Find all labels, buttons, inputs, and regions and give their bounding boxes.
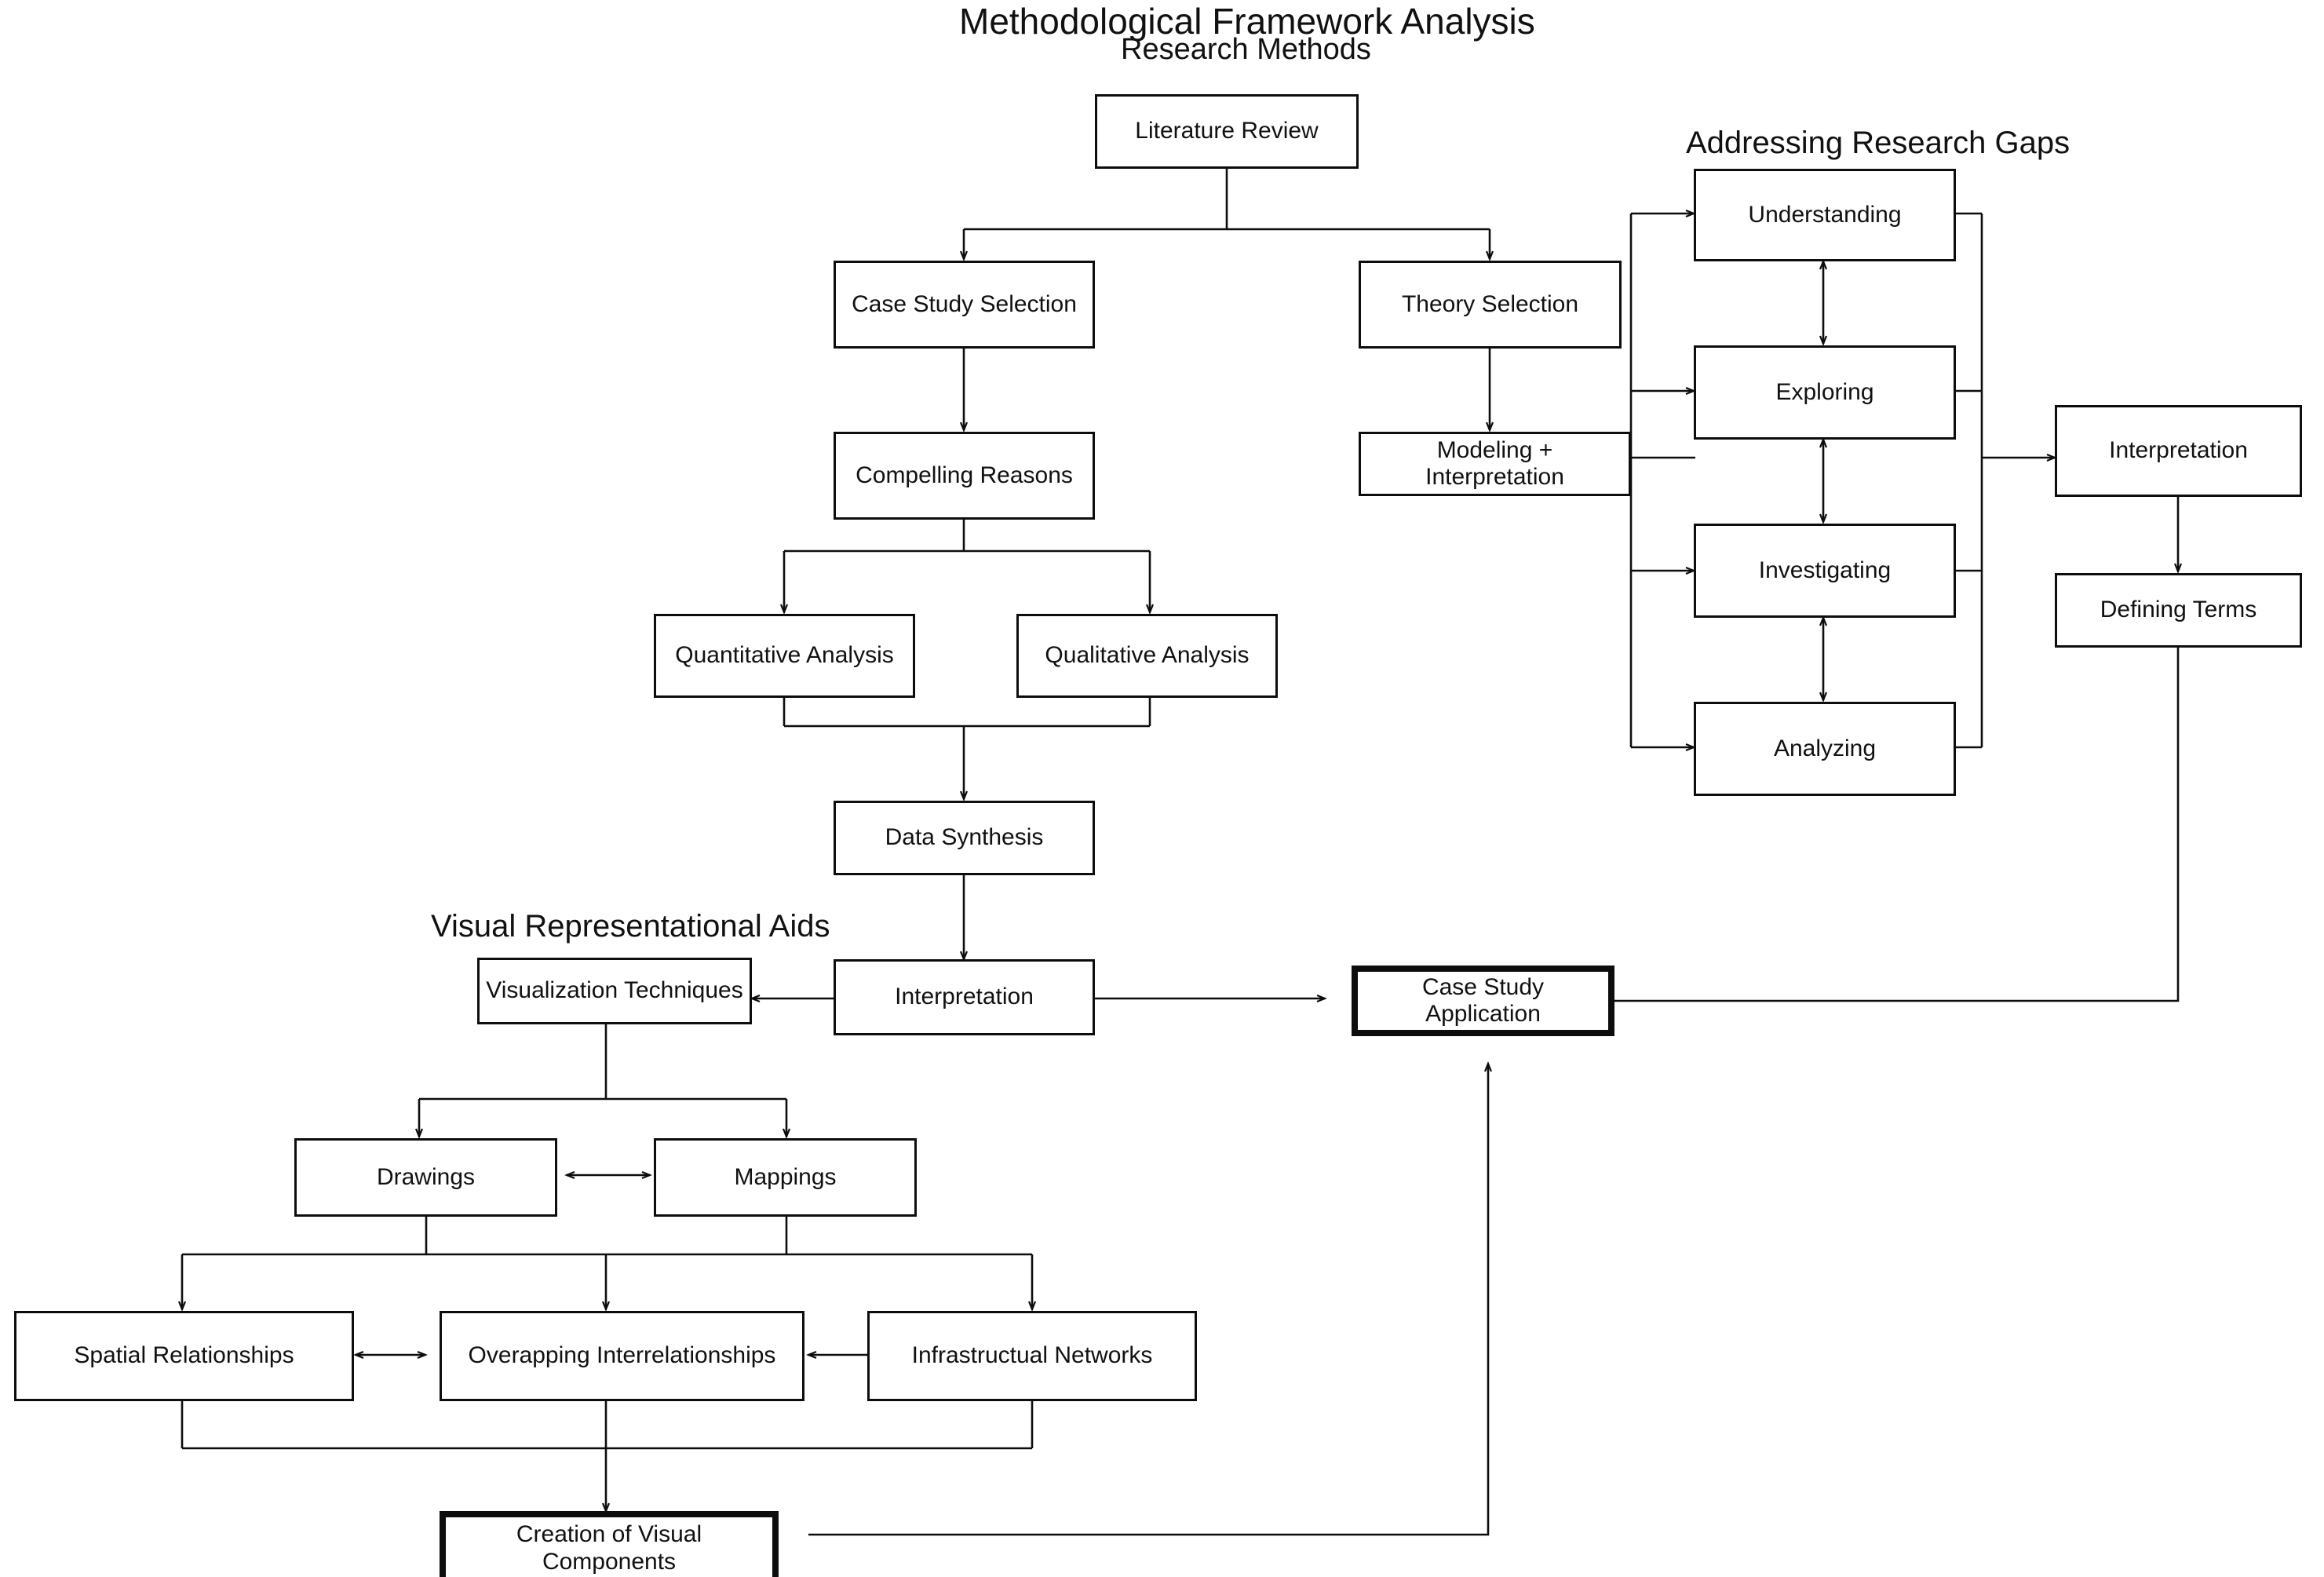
node-spatial-relationships[interactable]: Spatial Relationships (14, 1311, 354, 1401)
node-interpretation-main[interactable]: Interpretation (834, 959, 1095, 1035)
node-understanding[interactable]: Understanding (1694, 169, 1956, 261)
section-subtitle-research-methods: Research Methods (1121, 33, 1371, 66)
node-creation-visual-components[interactable]: Creation of Visual Components (440, 1511, 779, 1577)
node-case-study-application[interactable]: Case Study Application (1352, 966, 1614, 1036)
node-interpretation-right[interactable]: Interpretation (2055, 405, 2302, 497)
edge-defining-to-casestudyapp (1502, 648, 2180, 1001)
node-analyzing[interactable]: Analyzing (1694, 702, 1956, 796)
node-defining-terms[interactable]: Defining Terms (2055, 573, 2302, 648)
node-modeling-interpretation[interactable]: Modeling + Interpretation (1359, 432, 1631, 496)
node-quantitative-analysis[interactable]: Quantitative Analysis (654, 614, 915, 698)
group-title-research-gaps: Addressing Research Gaps (1686, 126, 2070, 160)
node-theory-selection[interactable]: Theory Selection (1359, 261, 1622, 349)
group-title-visual-aids: Visual Representational Aids (431, 909, 830, 944)
edge-creation-to-casestudyapp (808, 1064, 1488, 1536)
page-title: Methodological Framework Analysis (959, 1, 1535, 42)
node-exploring[interactable]: Exploring (1694, 345, 1956, 440)
node-compelling-reasons[interactable]: Compelling Reasons (834, 432, 1095, 520)
node-overapping-interrelationships[interactable]: Overapping Interrelationships (440, 1311, 804, 1401)
node-qualitative-analysis[interactable]: Qualitative Analysis (1016, 614, 1278, 698)
node-drawings[interactable]: Drawings (294, 1138, 557, 1217)
node-investigating[interactable]: Investigating (1694, 524, 1956, 618)
node-visualization-techniques[interactable]: Visualization Techniques (477, 958, 752, 1024)
node-case-study-selection[interactable]: Case Study Selection (834, 261, 1095, 349)
node-infrastructual-networks[interactable]: Infrastructual Networks (867, 1311, 1197, 1401)
node-mappings[interactable]: Mappings (654, 1138, 917, 1217)
node-data-synthesis[interactable]: Data Synthesis (834, 801, 1095, 875)
node-literature-review[interactable]: Literature Review (1095, 94, 1359, 169)
